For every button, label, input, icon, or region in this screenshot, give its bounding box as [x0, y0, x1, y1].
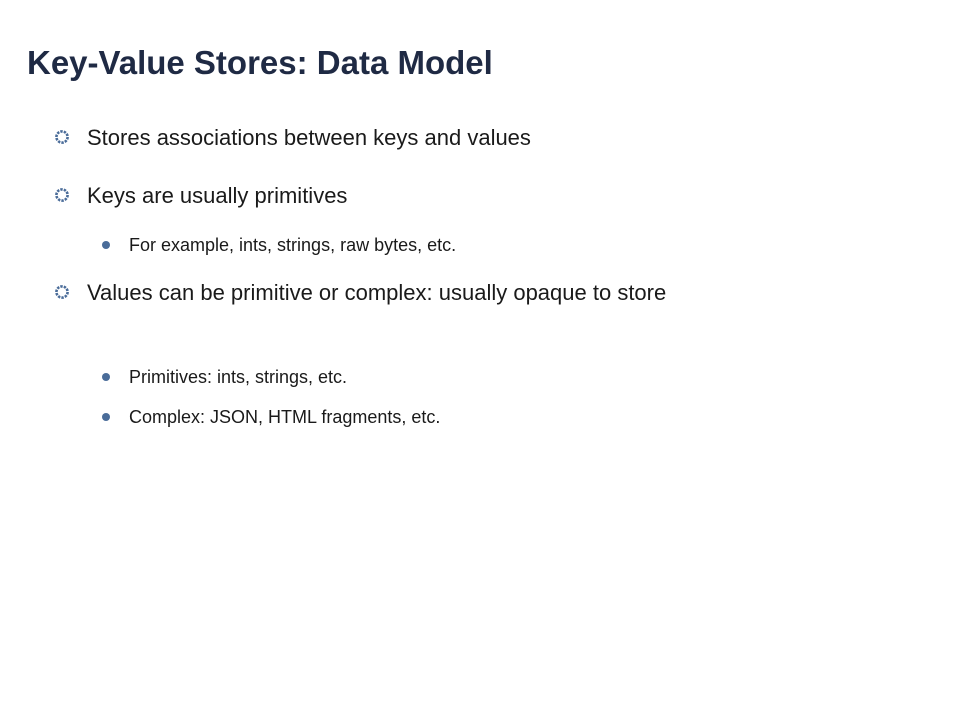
bullet-text: Values can be primitive or complex: usua… — [87, 280, 667, 305]
dot-bullet-icon — [102, 373, 110, 381]
sub-bullet-text: Complex: JSON, HTML fragments, etc. — [129, 407, 441, 427]
bullet-text: Keys are usually primitives — [87, 183, 348, 208]
sub-bullet-item: Complex: JSON, HTML fragments, etc. — [102, 404, 869, 430]
gear-bullet-icon — [55, 188, 69, 202]
dot-bullet-icon — [102, 413, 110, 421]
bullet-item: Keys are usually primitives — [55, 179, 867, 213]
bullet-item: Stores associations between keys and val… — [55, 121, 867, 155]
bullet-text: Stores associations between keys and val… — [87, 125, 531, 150]
gear-bullet-icon — [55, 285, 69, 299]
sub-bullet-text: For example, ints, strings, raw bytes, e… — [129, 235, 457, 255]
gear-bullet-icon — [55, 130, 69, 144]
slide-title: Key-Value Stores: Data Model — [27, 44, 493, 81]
sub-bullet-item: Primitives: ints, strings, etc. — [102, 364, 869, 390]
sub-bullet-text: Primitives: ints, strings, etc. — [129, 367, 348, 387]
bullet-item: Values can be primitive or complex: usua… — [55, 276, 867, 310]
sub-bullet-item: For example, ints, strings, raw bytes, e… — [102, 232, 869, 258]
dot-bullet-icon — [102, 241, 110, 249]
